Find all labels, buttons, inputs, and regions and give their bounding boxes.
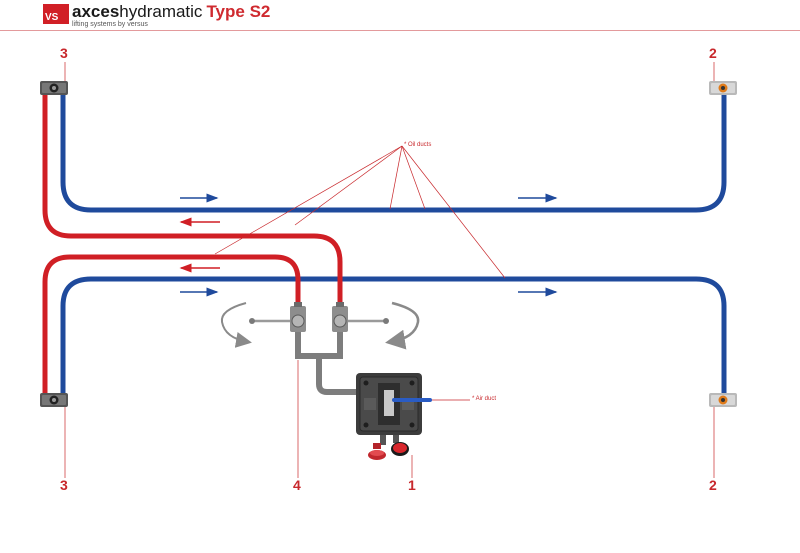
title-brand-accent: matic xyxy=(161,2,203,21)
pump-control-knob-icon xyxy=(368,443,386,460)
red-line-bottom xyxy=(42,254,301,399)
pump-unit-icon xyxy=(356,373,422,445)
blue-line-bottom xyxy=(60,276,727,400)
return-lines xyxy=(60,87,727,400)
manifold-piping xyxy=(295,327,365,395)
annotation-leaders xyxy=(64,62,715,478)
rotate-arrow-right-icon xyxy=(385,301,420,350)
blue-line-top xyxy=(60,87,727,213)
title-brand-bold: axces xyxy=(72,2,120,21)
label-cylinder-top-left: 3 xyxy=(60,45,68,61)
label-cylinder-top-right: 2 xyxy=(709,45,717,61)
label-pump: 1 xyxy=(408,477,416,493)
ball-valve-right-icon xyxy=(332,302,348,332)
cylinder-bottom-left-icon xyxy=(40,393,68,407)
cylinder-top-right-icon xyxy=(709,81,737,95)
air-duct-annotation: * Air duct xyxy=(472,396,497,402)
rotate-arrow-left-icon xyxy=(220,302,252,348)
label-cylinder-bottom-right: 2 xyxy=(709,477,717,493)
title-brand-light: hydra xyxy=(119,2,162,21)
pump-release-button-icon xyxy=(391,442,409,456)
header-divider xyxy=(0,30,800,31)
page-subtitle: lifting systems by versus xyxy=(72,21,148,28)
cylinder-top-left-icon xyxy=(40,81,68,95)
supply-lines xyxy=(42,89,343,399)
oil-ducts-annotation: * Oil ducts xyxy=(404,142,432,148)
red-line-top xyxy=(42,89,343,309)
brand-logo: VS xyxy=(43,4,69,24)
ball-valve-left-icon xyxy=(290,302,306,332)
flow-arrows xyxy=(179,193,558,297)
label-cylinder-bottom-left: 3 xyxy=(60,477,68,493)
title-type: Type S2 xyxy=(206,2,271,21)
label-valve-manifold: 4 xyxy=(293,477,301,493)
cylinder-bottom-right-icon xyxy=(709,393,737,407)
